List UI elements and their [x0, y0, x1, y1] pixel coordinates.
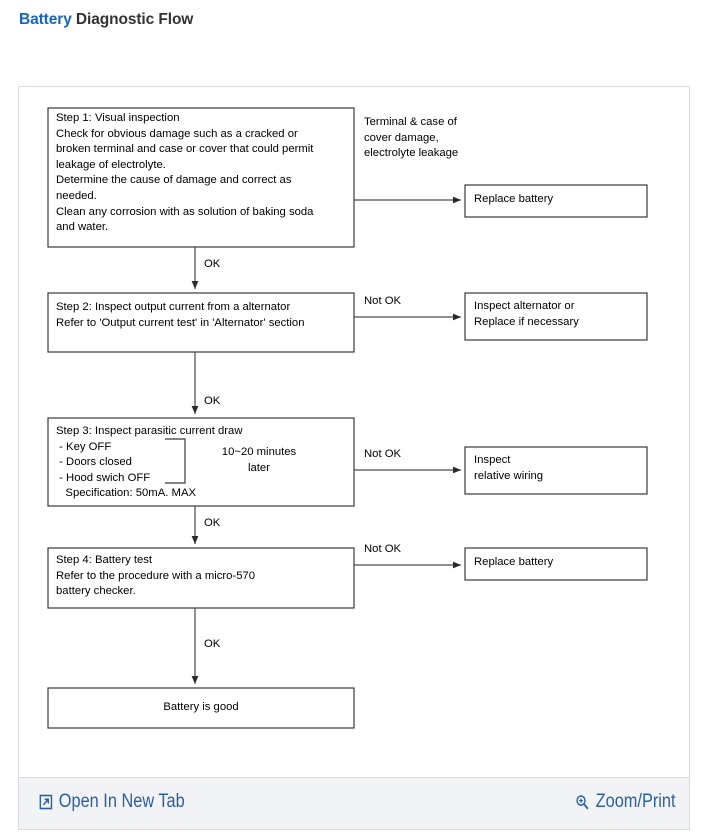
outcome-4-text: Replace battery: [474, 556, 554, 568]
outcome-3-box: [464, 446, 648, 495]
page-title: Battery Diagnostic Flow: [19, 11, 193, 29]
card-footer: Open In New Tab Zoom/Print: [19, 777, 689, 829]
step-2-text: Step 2: Inspect output current from a al…: [56, 301, 305, 329]
result-box: [47, 687, 355, 729]
outcome-2-text: Inspect alternator or Replace if necessa…: [474, 300, 579, 328]
magnifier-plus-icon: [575, 794, 590, 811]
diagram-card: Step 1: Visual inspection Check for obvi…: [18, 86, 690, 830]
step-3-note: 10~20 minutes later: [221, 446, 297, 474]
outcome-1-text: Replace battery: [474, 193, 554, 205]
zoom-print-button[interactable]: Zoom/Print: [575, 791, 676, 813]
step-1-box: [47, 107, 355, 248]
result-text: Battery is good: [163, 701, 239, 713]
outcome-2-box: [464, 292, 648, 341]
step-2-box: [47, 292, 355, 353]
zoom-print-label: Zoom/Print: [595, 791, 676, 812]
step-1-text: Step 1: Visual inspection Check for obvi…: [56, 112, 314, 234]
step-3-text: Step 3: Inspect parasitic current draw -…: [56, 425, 243, 500]
external-link-icon: [39, 794, 53, 810]
page-title-rest: Diagnostic Flow: [71, 11, 194, 28]
page-title-accent: Battery: [19, 11, 72, 28]
step-3-box: [47, 417, 355, 507]
step-4-text: Step 4: Battery test Refer to the proced…: [56, 554, 256, 598]
step-4-box: [47, 547, 355, 609]
outcome-1-box: [464, 184, 648, 218]
condition-bracket: [165, 438, 186, 484]
edge-label-ok-4: OK: [204, 638, 221, 650]
open-in-new-tab-label: Open In New Tab: [58, 791, 185, 812]
edge-label-ok-2: OK: [204, 395, 221, 407]
edge-label-ok-3: OK: [204, 517, 221, 529]
flowchart-svg: [47, 107, 648, 729]
outcome-4-box: [464, 547, 648, 581]
edge-label-not-ok-2: Not OK: [364, 295, 402, 307]
branch-note-text: Terminal & case of cover damage, electro…: [364, 116, 459, 160]
edge-label-not-ok-3: Not OK: [364, 448, 402, 460]
battery-diagnostic-flow-diagram: Step 1: Visual inspection Check for obvi…: [19, 87, 689, 777]
edge-label-not-ok-4: Not OK: [364, 543, 402, 555]
open-in-new-tab-button[interactable]: Open In New Tab: [39, 791, 185, 813]
outcome-3-text: Inspect relative wiring: [474, 454, 544, 482]
edge-label-ok-1: OK: [204, 258, 221, 270]
